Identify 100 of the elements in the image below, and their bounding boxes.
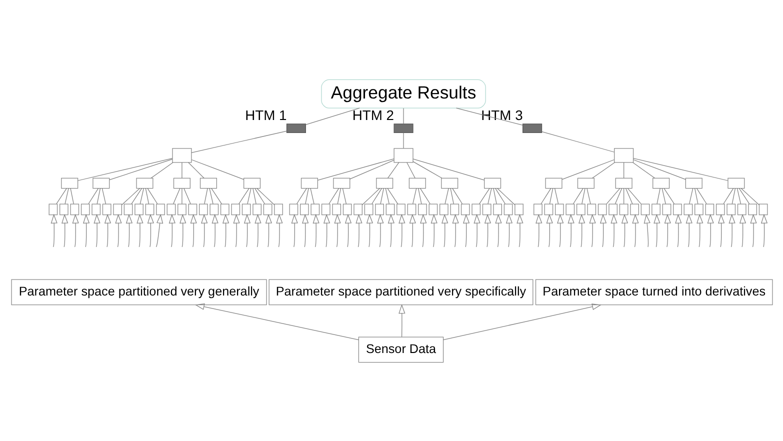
arrow	[264, 213, 272, 247]
node-box	[439, 203, 448, 215]
node-box	[630, 203, 638, 215]
node-box	[492, 203, 502, 215]
arrow	[334, 213, 340, 247]
arrow	[505, 213, 512, 247]
arrow	[146, 213, 154, 247]
node-box	[172, 148, 192, 162]
connector	[606, 188, 620, 204]
node-box	[188, 203, 197, 215]
connector	[380, 188, 384, 204]
node-box	[80, 203, 90, 215]
connector	[204, 188, 208, 204]
arrow	[567, 213, 574, 247]
connector	[349, 159, 394, 179]
node-box	[428, 203, 438, 215]
node-box	[503, 203, 512, 215]
node-box	[91, 203, 100, 215]
connector	[336, 188, 341, 204]
connector	[386, 162, 399, 178]
connector	[412, 188, 416, 204]
arrow	[441, 213, 448, 247]
arrow	[155, 213, 163, 247]
connector	[402, 132, 404, 148]
arrow	[760, 213, 768, 247]
connector	[70, 188, 74, 204]
connector	[101, 188, 106, 204]
connector	[688, 188, 693, 204]
arrow	[430, 213, 437, 247]
arrow	[718, 213, 724, 247]
arrow	[82, 213, 90, 247]
connector	[181, 162, 182, 178]
node-box	[300, 203, 308, 215]
arrow	[243, 213, 250, 247]
node-box	[406, 203, 416, 215]
node-box	[544, 203, 553, 215]
node-box	[385, 203, 394, 215]
arrow	[398, 304, 405, 337]
node-box: Parameter space partitioned very generally	[10, 278, 266, 305]
arrow	[355, 213, 362, 247]
node-box	[484, 177, 501, 188]
connector	[663, 188, 674, 204]
arrow	[194, 302, 358, 340]
node-box	[243, 177, 260, 188]
connector	[591, 162, 614, 178]
node-box	[694, 203, 703, 215]
connector	[296, 188, 306, 204]
connector	[548, 188, 553, 204]
connector	[150, 162, 173, 178]
node-box	[471, 203, 480, 215]
node-box	[393, 123, 413, 133]
node-box	[230, 203, 240, 215]
node-box	[156, 203, 164, 215]
connector	[402, 107, 404, 124]
node-box	[758, 203, 768, 215]
arrow	[387, 213, 394, 247]
node-box	[209, 203, 218, 215]
arrow	[136, 213, 143, 247]
arrow	[632, 213, 638, 247]
arrow	[61, 213, 68, 247]
node-box	[376, 177, 393, 188]
arrow	[484, 213, 491, 247]
node-box	[608, 203, 617, 215]
arrow	[473, 213, 480, 247]
connector	[210, 188, 222, 204]
connector	[144, 188, 149, 204]
node-box	[440, 177, 458, 188]
node-box	[683, 203, 692, 215]
arrow	[312, 213, 319, 247]
arrow	[610, 213, 617, 247]
connector	[386, 188, 398, 204]
node-box	[576, 177, 594, 188]
connector	[208, 188, 213, 204]
arrow	[620, 213, 628, 247]
node-box	[726, 203, 736, 215]
connector	[121, 188, 140, 205]
connector	[130, 188, 142, 204]
node-box	[144, 203, 154, 215]
node-box	[310, 203, 320, 215]
arrow	[738, 213, 746, 247]
arrow	[376, 213, 384, 247]
node-box	[727, 177, 744, 188]
connector	[455, 107, 523, 126]
arrow	[494, 213, 502, 247]
node-box	[134, 203, 143, 215]
node-box	[59, 203, 68, 215]
arrow	[322, 213, 330, 247]
connector	[190, 158, 244, 180]
arrow	[398, 213, 405, 247]
arrow	[674, 213, 682, 247]
connector	[317, 158, 394, 180]
arrow	[114, 213, 122, 247]
node-box	[450, 203, 459, 215]
connector	[487, 188, 492, 204]
connector	[254, 188, 265, 204]
node-label: HTM 2	[352, 106, 394, 122]
connector	[88, 188, 98, 204]
connector	[238, 188, 249, 204]
connector	[252, 188, 256, 204]
arrow	[72, 213, 78, 247]
